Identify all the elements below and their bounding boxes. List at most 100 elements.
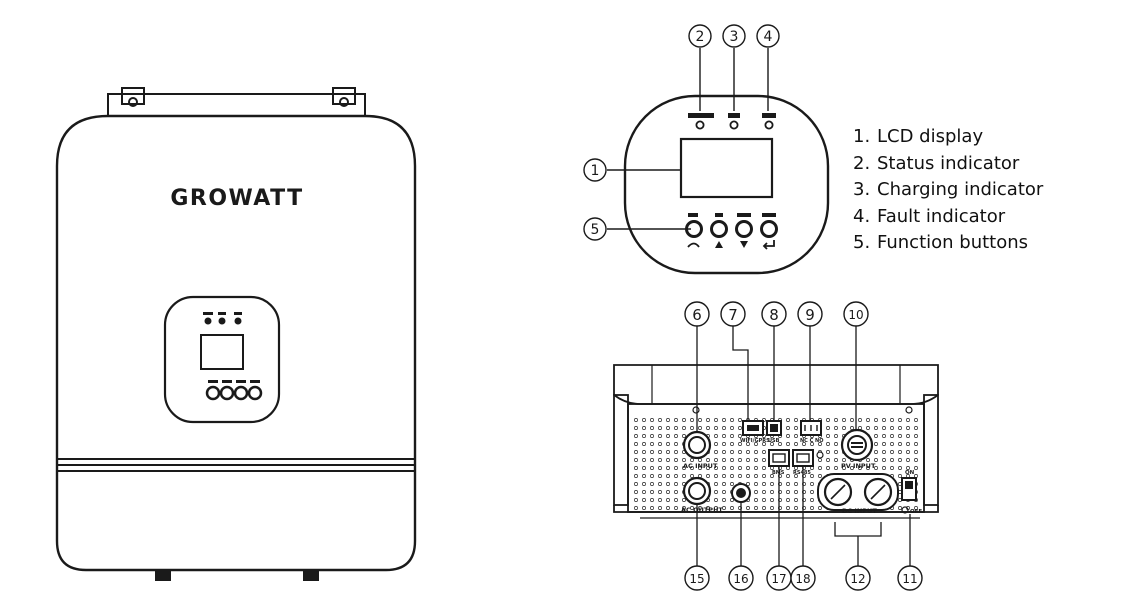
button-label bbox=[715, 213, 723, 217]
pv-input-port bbox=[840, 428, 874, 462]
callout-5: 5 bbox=[583, 217, 607, 241]
foot bbox=[155, 569, 171, 581]
switch-off-label: OFF bbox=[910, 509, 922, 515]
callout-8: 8 bbox=[761, 301, 787, 327]
callout-15: 15 bbox=[684, 565, 710, 591]
front-button bbox=[219, 385, 235, 401]
svg-text:1: 1 bbox=[591, 163, 600, 179]
fault-indicator-label bbox=[762, 113, 776, 118]
connection-panel bbox=[613, 364, 939, 519]
svg-text:8: 8 bbox=[769, 306, 779, 324]
legend-item-lcd-display: 1.LCD display bbox=[853, 126, 984, 147]
svg-text:18: 18 bbox=[795, 572, 810, 586]
panel-outline bbox=[623, 94, 830, 275]
rs485-label: RS485 bbox=[793, 470, 811, 476]
front-button bbox=[233, 385, 249, 401]
svg-text:2: 2 bbox=[696, 29, 705, 45]
rst-button bbox=[731, 483, 751, 503]
front-button-label bbox=[250, 380, 260, 383]
pv-input-label: PV INPUT bbox=[841, 462, 876, 470]
callout-17: 17 bbox=[766, 565, 792, 591]
charging-led bbox=[729, 120, 739, 130]
svg-text:7: 7 bbox=[728, 306, 738, 324]
dc-input-label: DC INPUT bbox=[842, 507, 877, 515]
down-arrow-icon bbox=[740, 241, 748, 248]
bracket-hole-left bbox=[128, 97, 138, 107]
legend-item-fault-indicator: 4.Fault indicator bbox=[853, 205, 1006, 227]
callout-1: 1 bbox=[583, 158, 607, 182]
rs485-port bbox=[792, 449, 814, 467]
bracket-tab-left bbox=[121, 87, 145, 105]
switch-on-label: ON bbox=[905, 470, 915, 476]
front-led-label bbox=[234, 312, 242, 315]
port-labels: AC INPUT AC OUTPUT PV INPUT DC INPUT WIF… bbox=[681, 438, 922, 515]
inverter-front-view bbox=[55, 87, 417, 581]
front-button-label bbox=[208, 380, 218, 383]
front-led bbox=[218, 317, 226, 325]
legend-item-function-buttons: 5.Function buttons bbox=[853, 232, 1029, 253]
callout-7: 7 bbox=[720, 301, 746, 327]
enter-arrow-icon bbox=[762, 240, 775, 250]
side-column-left bbox=[613, 394, 629, 506]
function-button bbox=[710, 220, 728, 238]
callout-11: 11 bbox=[897, 565, 923, 591]
connection-callouts: 6 7 8 9 10 15 16 17 bbox=[684, 301, 923, 591]
status-led bbox=[695, 120, 705, 130]
svg-text:9: 9 bbox=[805, 306, 815, 324]
callout-4: 4 bbox=[756, 24, 780, 48]
dry-contact-port bbox=[800, 420, 822, 436]
side-column-right bbox=[923, 394, 939, 506]
ac-input-port bbox=[682, 430, 712, 460]
wifi-gprs-label: WIFI/GPRS bbox=[740, 438, 770, 444]
base-lip bbox=[613, 505, 939, 513]
foot bbox=[303, 569, 319, 581]
power-switch bbox=[901, 477, 917, 514]
charging-indicator-label bbox=[728, 113, 740, 118]
component-legend: 1.LCD display 2.Status indicator 3.Charg… bbox=[853, 124, 1043, 257]
legend-item-status-indicator: 2.Status indicator bbox=[853, 152, 1020, 174]
callout-12: 12 bbox=[845, 565, 871, 591]
svg-text:15: 15 bbox=[689, 572, 704, 586]
button-label bbox=[688, 213, 698, 217]
svg-text:3: 3 bbox=[730, 29, 739, 45]
bracket-hole-right bbox=[339, 97, 349, 107]
legend-item-charging-indicator: 3.Charging indicator bbox=[853, 179, 1044, 200]
callout-3: 3 bbox=[722, 24, 746, 48]
front-led bbox=[234, 317, 242, 325]
callout-10: 10 bbox=[843, 301, 869, 327]
button-label bbox=[737, 213, 751, 217]
control-panel-closeup bbox=[607, 48, 830, 275]
inverter-body bbox=[55, 114, 417, 572]
svg-text:11: 11 bbox=[902, 572, 917, 586]
front-panel-callouts: 2 3 4 1 5 bbox=[583, 24, 780, 241]
callout-6: 6 bbox=[684, 301, 710, 327]
ac-output-port bbox=[682, 476, 712, 506]
svg-text:6: 6 bbox=[692, 306, 702, 324]
screw bbox=[692, 406, 700, 414]
ac-input-label: AC INPUT bbox=[683, 462, 718, 470]
front-button-label bbox=[236, 380, 246, 383]
function-button bbox=[735, 220, 753, 238]
screw bbox=[816, 451, 824, 459]
screw bbox=[905, 406, 913, 414]
connection-leaders bbox=[696, 326, 911, 566]
up-arrow-icon bbox=[715, 241, 723, 248]
usb-port bbox=[766, 420, 782, 436]
svg-text:10: 10 bbox=[848, 308, 863, 322]
ac-output-label: AC OUTPUT bbox=[681, 506, 723, 514]
fault-led bbox=[764, 120, 774, 130]
bms-port bbox=[768, 449, 790, 467]
svg-text:12: 12 bbox=[850, 572, 865, 586]
callout-9: 9 bbox=[797, 301, 823, 327]
callout-16: 16 bbox=[728, 565, 754, 591]
usb-label: USB bbox=[768, 438, 780, 444]
brand-logo: GROWATT bbox=[170, 186, 303, 211]
mounting-bracket bbox=[107, 93, 366, 116]
callout-18: 18 bbox=[790, 565, 816, 591]
svg-text:17: 17 bbox=[771, 572, 786, 586]
front-button bbox=[205, 385, 221, 401]
button-label bbox=[762, 213, 776, 217]
function-button bbox=[760, 220, 778, 238]
status-indicator-label bbox=[688, 113, 714, 118]
